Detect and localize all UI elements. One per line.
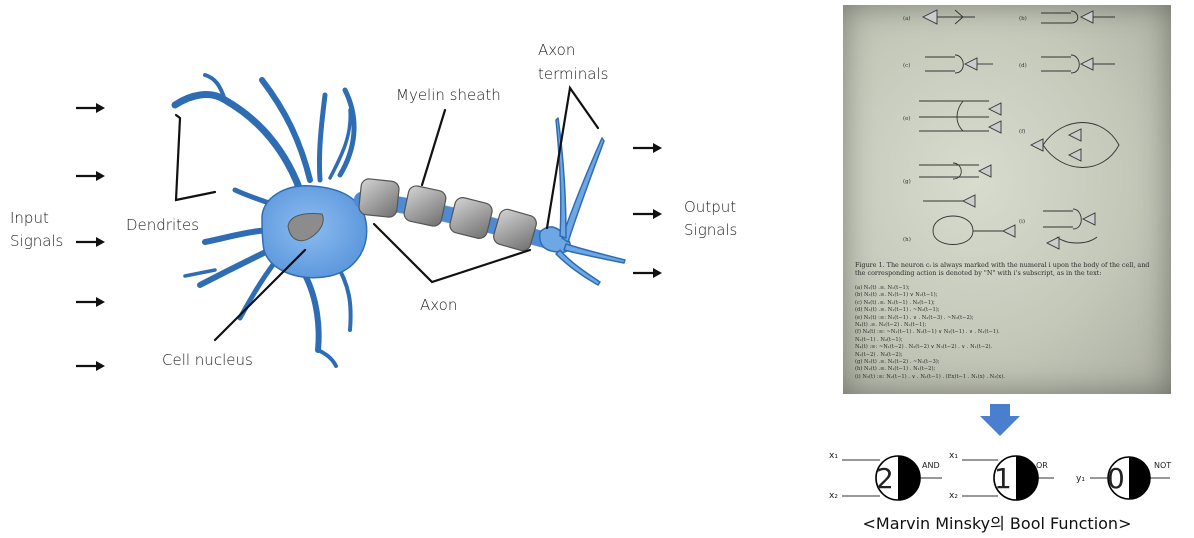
- input-arrow: [76, 237, 105, 247]
- neuron-diagram: [76, 73, 662, 371]
- input-arrow: [76, 361, 105, 371]
- equation-line: (i) N₃(t) :≡: N₂(t−1) . ∨ . N₁(t−1) . (E…: [855, 373, 1005, 380]
- minsky-gates: x₁ x₂ 2 AND x₁ x₂ 1 OR y₁ 0 NOT: [829, 451, 1171, 501]
- axon-pointer: [372, 222, 532, 284]
- myelin-segment: [449, 197, 493, 239]
- or-gate: x₁ x₂ 1 OR: [949, 451, 1054, 501]
- minsky-caption: <Marvin Minsky의 Bool Function>: [862, 514, 1132, 533]
- or-gate-input-1: x₁: [949, 451, 958, 461]
- equation-line: N₄(t) .≡. N₂(t−2) . N₂(t−1);: [855, 322, 927, 329]
- down-arrow-icon: [980, 404, 1020, 436]
- myelin-segment: [358, 178, 400, 218]
- output-arrows: [633, 143, 662, 278]
- axon-terminals-label: Axon terminals: [538, 41, 609, 83]
- or-gate-output-label: OR: [1036, 461, 1048, 470]
- axon-terminals-shape: [539, 117, 626, 286]
- or-gate-threshold: 1: [994, 462, 1012, 495]
- equation-line: (d) N₃(t) .≡. N₁(t−1) . ~N₂(t−1);: [855, 307, 940, 314]
- paper-figure-panels: (a) (b) (c) (d) (e) (f) (g) (h) (i): [903, 9, 1120, 250]
- equation-line: (h) N₂(t) .≡. N₁(t−1) . N₁(t−2);: [855, 366, 936, 373]
- cell-nucleus-shape: [287, 213, 324, 242]
- panel-label-f: (f): [1019, 128, 1025, 135]
- panel-label-g: (g): [903, 178, 911, 185]
- equation-line: (c) N₃(t) .≡. N₁(t−1) . N₂(t−1);: [855, 299, 935, 306]
- myelin-sheath-pointer: [420, 108, 447, 187]
- panel-label-a: (a): [903, 15, 911, 22]
- panel-label-c: (c): [903, 62, 910, 69]
- not-gate-output-label: NOT: [1154, 461, 1171, 470]
- panel-label-b: (b): [1019, 15, 1027, 22]
- equation-line: (g) N₃(t) .≡. N₂(t−2) . ~N₁(t−3);: [855, 359, 940, 366]
- input-arrows: [76, 103, 105, 371]
- equation-line: (b) N₃(t) .≡. N₁(t−1) ∨ N₂(t−1);: [855, 292, 938, 299]
- paper-equations: (a) N₂(t) .≡. N₁(t−1); (b) N₃(t) .≡. N₁(…: [855, 285, 1161, 381]
- not-gate: y₁ 0 NOT: [1076, 456, 1171, 500]
- label-pointers: [174, 85, 600, 342]
- paper-figure-caption: Figure 1. The neuron cᵢ is always marked…: [855, 261, 1150, 277]
- dendrites: [171, 73, 357, 368]
- output-arrow: [633, 209, 662, 219]
- input-arrow: [76, 171, 105, 181]
- myelin-sheath-label: Myelin sheath: [396, 86, 501, 104]
- myelin-sheath-segments: [358, 178, 537, 252]
- input-signals-label: Input Signals: [10, 209, 64, 250]
- not-gate-threshold: 0: [1107, 462, 1125, 495]
- equation-line: N₂(t−2) . N₃(t−2);: [855, 351, 903, 358]
- equation-line: (f) N₄(t) :≡: ~N₁(t−1) . N₂(t−1) ∨ N₃(t−…: [855, 329, 1000, 336]
- output-signals-label: Output Signals: [684, 198, 738, 239]
- input-arrow: [76, 103, 105, 113]
- and-gate-threshold: 2: [876, 462, 894, 495]
- paper-photo: (a) (b) (c) (d) (e) (f) (g) (h) (i): [843, 5, 1171, 394]
- panel-label-i: (i): [1019, 218, 1025, 225]
- not-gate-input-1: y₁: [1076, 474, 1085, 484]
- input-arrow: [76, 297, 105, 307]
- panel-label-e: (e): [903, 115, 911, 122]
- axon-terminals-pointer: [545, 85, 600, 230]
- and-gate: x₁ x₂ 2 AND: [829, 451, 942, 501]
- equation-line: N₂(t−1) . N₃(t−1);: [855, 336, 903, 343]
- cell-nucleus-label: Cell nucleus: [162, 351, 253, 369]
- or-gate-input-2: x₂: [949, 491, 958, 501]
- myelin-segment: [493, 208, 537, 252]
- dendrites-label: Dendrites: [126, 216, 200, 234]
- myelin-segment: [403, 185, 447, 227]
- cell-nucleus-pointer: [213, 248, 307, 342]
- output-arrow: [633, 268, 662, 278]
- and-gate-input-2: x₂: [829, 491, 838, 501]
- and-gate-output-label: AND: [922, 461, 940, 470]
- output-arrow: [633, 143, 662, 153]
- equation-line: (e) N₃(t) :≡: N₁(t−1) . ∨ . N₂(t−3) . ~N…: [855, 314, 974, 321]
- panel-label-d: (d): [1019, 62, 1027, 69]
- and-gate-input-1: x₁: [829, 451, 838, 461]
- axon-label: Axon: [420, 296, 458, 314]
- panel-label-h: (h): [903, 236, 911, 243]
- dendrites-pointer: [174, 113, 217, 202]
- equation-line: (a) N₂(t) .≡. N₁(t−1);: [855, 285, 910, 291]
- equation-line: N₄(t) :≡: ~N₁(t−2) . N₂(t−2) ∨ N₃(t−2) .…: [855, 344, 993, 351]
